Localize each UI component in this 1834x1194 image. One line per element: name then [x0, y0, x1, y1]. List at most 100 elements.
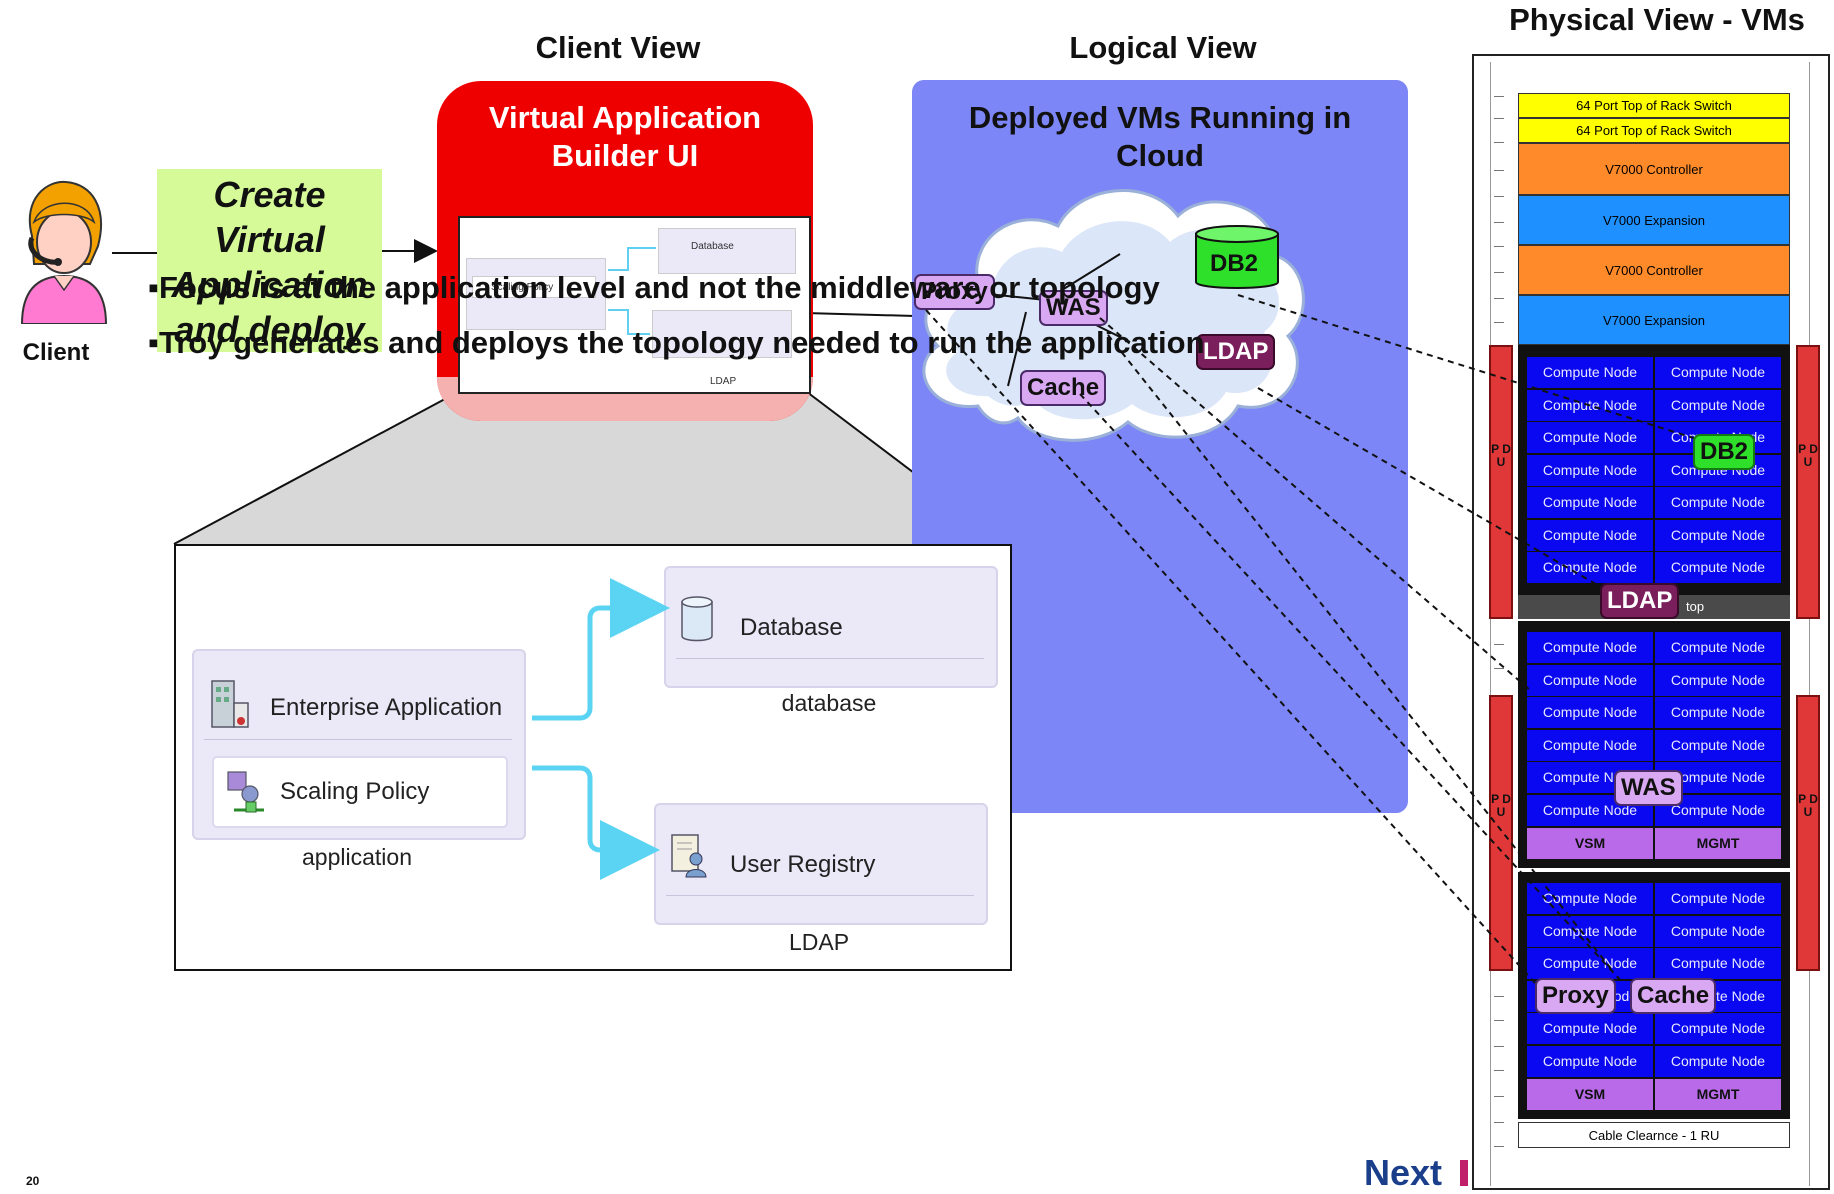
rack-vm-db2: DB2 — [1693, 434, 1756, 470]
rack-tick — [1494, 1070, 1504, 1071]
pdu-left-1: P D U — [1489, 345, 1513, 619]
mini-card-ldap — [652, 310, 792, 358]
bullet-troy: ▪Troy generates and deploys the topology… — [148, 325, 1205, 360]
cable-clearance-slot: Cable Clearnce - 1 RU — [1518, 1122, 1790, 1148]
rack-tick — [1494, 1146, 1504, 1147]
builder-ui-title: Virtual Application Builder UI — [488, 100, 762, 173]
card-user-registry: User Registry — [654, 803, 988, 925]
rack-tick — [1494, 222, 1504, 223]
user-registry-label: User Registry — [730, 851, 876, 878]
client-label: Client — [22, 339, 90, 366]
canvas-connector-arrows — [532, 578, 670, 880]
rack-tick — [1494, 996, 1504, 997]
card-divider — [666, 895, 974, 896]
rack-tick — [1494, 1046, 1504, 1047]
next-logo: Next — [1364, 1152, 1443, 1193]
database-card-label: Database — [740, 614, 843, 641]
compute-node: Compute Node — [1655, 730, 1781, 761]
mini-ldap-label: LDAP — [710, 376, 737, 387]
rack-vm-was: WAS — [1614, 770, 1683, 806]
enterprise-application-label: Enterprise Application — [270, 694, 503, 721]
rack-switch-2: 64 Port Top of Rack Switch — [1518, 118, 1790, 143]
compute-node: Compute Node — [1655, 1046, 1781, 1077]
compute-node: Compute Node — [1655, 552, 1781, 583]
compute-node: Compute Node — [1527, 455, 1653, 486]
logical-vm-proxy: Proxy — [914, 274, 995, 310]
compute-node: Compute Node — [1655, 883, 1781, 914]
zoomed-builder-canvas: Enterprise Application Scaling Policy ap… — [174, 544, 1012, 971]
rack-vm-ldap: LDAP — [1600, 583, 1680, 619]
page-number: 20 — [26, 1174, 40, 1188]
rack-tick — [1494, 246, 1504, 247]
rack-tick — [1494, 1096, 1504, 1097]
rack-tick — [1494, 96, 1504, 97]
logical-view-header: Logical View — [1069, 30, 1257, 65]
card-enterprise-application: Enterprise Application Scaling Policy — [192, 649, 526, 840]
pdu-right-1: P D U — [1796, 345, 1820, 619]
compute-node: Compute Node — [1527, 1013, 1653, 1044]
vsm-slot: VSM — [1527, 1079, 1653, 1110]
application-label: application — [302, 844, 412, 870]
compute-node: Compute Node — [1655, 697, 1781, 728]
card-scaling-policy: Scaling Policy — [212, 756, 508, 828]
rack-v7000-expansion-2: V7000 Expansion — [1518, 295, 1790, 345]
physical-view-header: Physical View - VMs — [1509, 2, 1805, 37]
enterprise-application-icon — [211, 680, 249, 728]
compute-node: Compute Node — [1655, 665, 1781, 696]
mini-card-database: Database — [658, 228, 796, 274]
rack-tick — [1494, 298, 1504, 299]
user-registry-icon — [671, 834, 707, 878]
compute-node: Compute Node — [1527, 883, 1653, 914]
compute-node: Compute Node — [1527, 520, 1653, 551]
rack-v7000-controller-2: V7000 Controller — [1518, 245, 1790, 295]
pdu-right-2: P D U — [1796, 695, 1820, 971]
logical-panel-title: Deployed VMs Running in Cloud — [968, 100, 1352, 173]
compute-node: Compute Node — [1655, 632, 1781, 663]
rack-tick — [1494, 272, 1504, 273]
scaling-policy-label: Scaling Policy — [280, 778, 430, 805]
compute-node: Compute Node — [1655, 487, 1781, 518]
database-icon — [681, 596, 713, 642]
rack-tick — [1494, 142, 1504, 143]
logo-accent — [1460, 1160, 1468, 1186]
compute-node: Compute Node — [1655, 1013, 1781, 1044]
create-virtual-app-text: Create Virtual Application and deploy — [171, 174, 368, 350]
compute-node: Compute Node — [1527, 730, 1653, 761]
compute-node: Compute Node — [1655, 357, 1781, 388]
compute-node: Compute Node — [1655, 948, 1781, 979]
compute-node: Compute Node — [1527, 665, 1653, 696]
scaling-policy-icon — [227, 771, 264, 813]
mini-arrows — [608, 247, 656, 335]
card-database: Database — [664, 566, 998, 688]
compute-node: Compute Node — [1655, 520, 1781, 551]
compute-node: Compute Node — [1527, 487, 1653, 518]
compute-node: Compute Node — [1527, 948, 1653, 979]
logical-vm-was: WAS — [1039, 290, 1108, 326]
mini-builder-canvas: Scaling Policy Database LDAP — [458, 216, 811, 394]
rack-tick — [1494, 196, 1504, 197]
compute-node: Compute Node — [1527, 357, 1653, 388]
compute-node: Compute Node — [1655, 916, 1781, 947]
bullet-focus: ▪Focus is at the application level and n… — [148, 270, 1160, 305]
rack-tick — [1494, 322, 1504, 323]
rack-tick — [1494, 668, 1504, 669]
rack-v7000-controller-1: V7000 Controller — [1518, 143, 1790, 195]
rack-v7000-expansion-1: V7000 Expansion — [1518, 195, 1790, 245]
compute-node: Compute Node — [1527, 632, 1653, 663]
compute-node: Compute Node — [1527, 697, 1653, 728]
mgmt-slot: MGMT — [1655, 1079, 1781, 1110]
client-person-icon — [20, 180, 108, 324]
compute-node: Compute Node — [1655, 390, 1781, 421]
mgmt-slot: MGMT — [1655, 828, 1781, 859]
rack-tick — [1494, 170, 1504, 171]
rack-tick — [1494, 644, 1504, 645]
rack-tick — [1494, 118, 1504, 119]
db2-cylinder-icon — [1195, 225, 1279, 289]
pdu-left-2: P D U — [1489, 695, 1513, 971]
logical-vm-db2: DB2 — [1210, 250, 1259, 277]
rack-tick — [1494, 1122, 1504, 1123]
client-view-header: Client View — [535, 30, 701, 65]
vsm-slot: VSM — [1527, 828, 1653, 859]
compute-node: Compute Node — [1527, 552, 1653, 583]
